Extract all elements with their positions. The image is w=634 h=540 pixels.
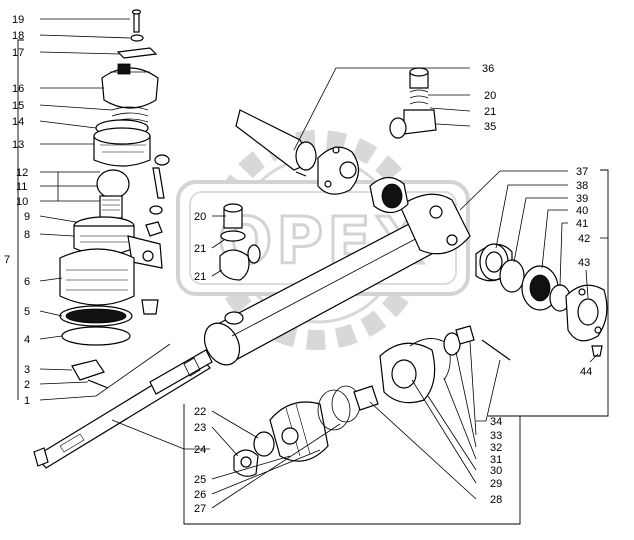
end-cover-assembly [475,243,608,357]
part-label-35: 35 [484,121,496,133]
part-label-6: 6 [24,276,30,288]
part-label-1: 1 [24,395,30,407]
part-label-43: 43 [578,257,590,269]
part-label-31: 31 [490,454,502,466]
part-label-19: 19 [12,14,24,26]
part-label-21-left-b: 21 [194,271,206,283]
part-label-3: 3 [24,364,30,376]
part-label-25: 25 [194,474,206,486]
part-label-18: 18 [12,30,24,42]
part-label-16: 16 [12,83,24,95]
part-label-11: 11 [16,181,27,193]
part-label-21-left-a: 21 [194,243,206,255]
part-number-labels: 19 18 17 16 15 14 13 12 11 10 9 8 7 6 5 … [4,14,592,515]
part-label-9: 9 [24,211,30,223]
part-label-5: 5 [24,306,30,318]
part-label-39: 39 [576,193,588,205]
part-label-38: 38 [576,180,588,192]
part-label-33: 33 [490,430,502,442]
steering-column-assembly [33,9,211,469]
part-label-15: 15 [12,100,24,112]
part-label-20-upper: 20 [484,90,496,102]
cylinder-assembly [149,67,471,395]
part-label-2: 2 [24,379,30,391]
leader-lines [17,18,609,525]
part-label-42: 42 [578,233,590,245]
part-label-12: 12 [16,167,28,179]
part-label-20-left: 20 [194,211,206,223]
piston-assembly [233,325,511,477]
part-label-44: 44 [580,366,592,378]
part-label-41: 41 [576,218,588,230]
part-label-7: 7 [4,254,10,266]
part-label-13: 13 [12,139,24,151]
part-label-24: 24 [194,444,206,456]
part-label-37: 37 [576,166,588,178]
part-label-29: 29 [490,478,502,490]
part-label-30: 30 [490,465,502,477]
part-label-23: 23 [194,422,206,434]
part-label-17: 17 [12,47,24,59]
part-label-34: 34 [490,416,502,428]
part-label-28: 28 [490,494,502,506]
part-label-40: 40 [576,205,588,217]
part-label-8: 8 [24,229,30,241]
part-label-21-upper: 21 [484,106,496,118]
part-label-4: 4 [24,334,30,346]
part-label-10: 10 [16,196,28,208]
part-label-32: 32 [490,442,502,454]
part-label-27: 27 [194,503,206,515]
part-label-22: 22 [194,406,206,418]
part-label-14: 14 [12,116,24,128]
part-label-36: 36 [482,63,494,75]
part-label-26: 26 [194,489,206,501]
